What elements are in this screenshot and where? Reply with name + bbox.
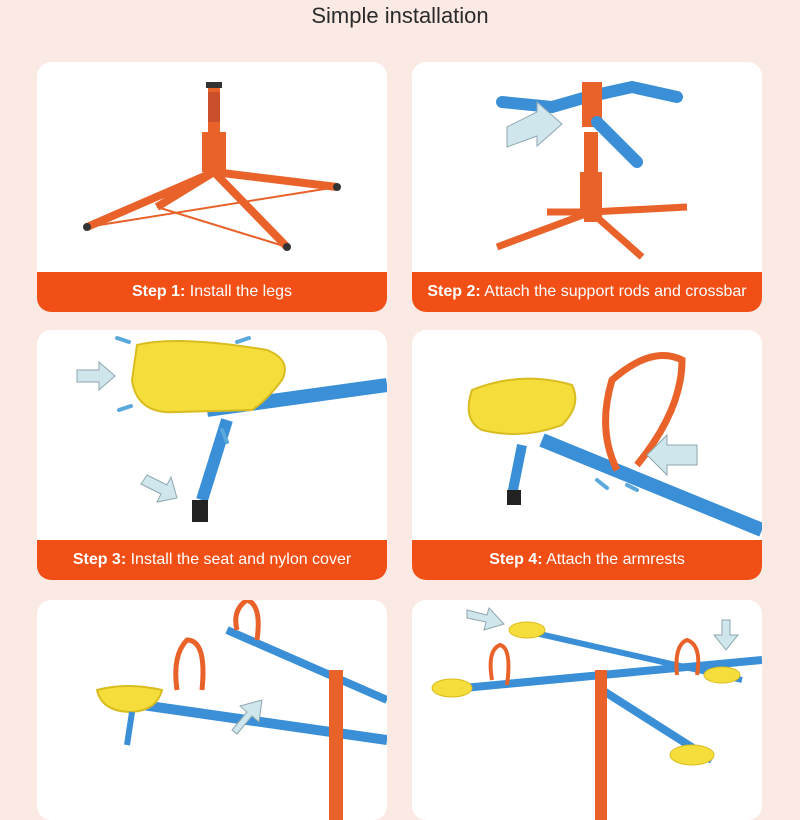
assembly-illustration <box>95 600 387 820</box>
step-3-label: Step 3: <box>72 551 127 568</box>
hint-arrow-icon <box>506 100 563 148</box>
step-3-text: Install the seat and nylon cover <box>126 551 352 568</box>
step-3-caption: Step 3: Install the seat and nylon cover <box>37 540 387 580</box>
assembly-illustration <box>431 607 762 820</box>
hint-arrow-icon <box>646 433 698 477</box>
step-4-card: Step 4: Attach the armrests <box>412 330 762 580</box>
step-2-caption: Step 2: Attach the support rods and cros… <box>412 272 762 312</box>
assembly-card-1 <box>37 600 387 820</box>
step-3-card: Step 3: Install the seat and nylon cover <box>37 330 387 580</box>
support-rods-illustration <box>495 80 688 260</box>
seat-illustration <box>76 336 387 522</box>
step-2-card: Step 2: Attach the support rods and cros… <box>412 62 762 312</box>
hint-arrow-icon <box>76 360 116 392</box>
legs-illustration <box>83 82 341 251</box>
step-4-label: Step 4: <box>489 551 543 568</box>
step-1-card: Step 1: Install the legs <box>37 62 387 312</box>
page-title: Simple installation <box>311 3 489 28</box>
step-4-caption: Step 4: Attach the armrests <box>412 540 762 580</box>
hint-arrow-icon <box>140 474 178 503</box>
step-1-label: Step 1: <box>131 283 186 300</box>
hint-arrow-icon <box>466 607 505 631</box>
step-2-label: Step 2: <box>427 283 481 300</box>
step-1-text: Install the legs <box>185 283 293 300</box>
hint-arrow-icon <box>712 619 740 651</box>
assembly-card-2 <box>412 600 762 820</box>
armrest-illustration <box>467 352 762 537</box>
hint-arrow-icon <box>231 699 263 735</box>
step-4-text: Attach the armrests <box>542 551 685 568</box>
step-2-text: Attach the support rods and crossbar <box>480 283 747 300</box>
step-1-caption: Step 1: Install the legs <box>37 272 387 312</box>
